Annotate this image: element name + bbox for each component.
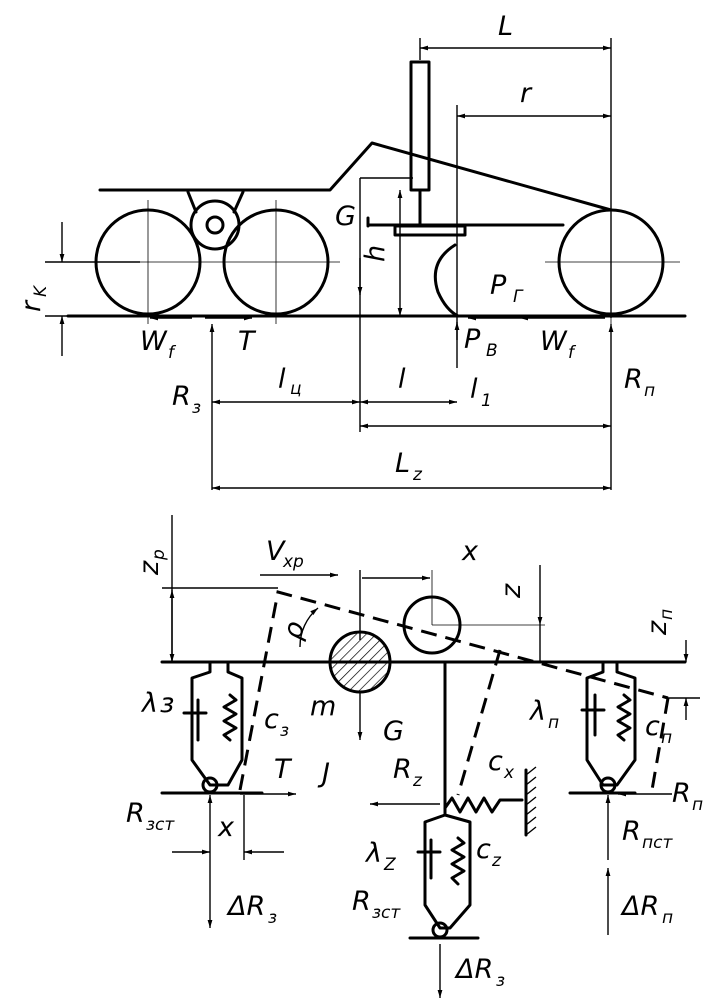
label-Rn: R: [672, 778, 691, 809]
label-zn: z: [642, 620, 673, 636]
center-ground-contact: [431, 921, 449, 939]
svg-text:п: п: [692, 795, 703, 815]
svg-text:z: z: [491, 851, 502, 871]
label-L: L: [498, 11, 513, 42]
svg-text:з: з: [268, 908, 277, 928]
svg-text:з: з: [280, 721, 289, 741]
label-Rzst: R: [126, 798, 145, 829]
label-zp: z: [134, 560, 165, 576]
svg-text:K: K: [31, 284, 51, 297]
svg-text:x: x: [503, 763, 515, 783]
svg-text:Г: Г: [513, 287, 524, 307]
svg-text:з: з: [192, 398, 201, 418]
label-Pg: P: [490, 270, 507, 301]
svg-text:п: п: [657, 609, 677, 620]
frame-outline: [98, 141, 613, 212]
label-rk: r: [16, 299, 47, 312]
label-dRn: ΔR: [620, 891, 659, 922]
blade-plate: [393, 224, 467, 237]
label-Rzst-center: R: [352, 886, 371, 917]
label-Lz: L: [395, 448, 410, 479]
spring-cx: [443, 796, 524, 814]
label-T-bottom: T: [274, 754, 293, 785]
label-G-bottom: G: [383, 716, 404, 747]
label-Wf-front: W: [540, 326, 568, 357]
label-cx: c: [488, 746, 503, 777]
hydraulic-cylinder: [409, 60, 431, 192]
label-lz: λ: [140, 688, 158, 719]
label-Wf-rear: W: [140, 326, 168, 357]
label-T: T: [238, 326, 257, 357]
svg-text:зст: зст: [372, 903, 401, 923]
top-tractor-diagram: L r G h r K P Г P B W f T W f l ц l l 1 …: [16, 11, 687, 491]
label-Rp: R: [624, 364, 643, 395]
bottom-vibration-model: z р V xр x z z п ρ m G J T λ з c з λ п c…: [126, 515, 703, 998]
label-lZ: λ: [364, 838, 382, 869]
svg-text:ц: ц: [290, 379, 302, 399]
svg-text:р: р: [149, 549, 169, 561]
label-G: G: [335, 201, 356, 232]
svg-text:п: п: [662, 908, 673, 928]
label-z: z: [496, 583, 527, 599]
label-Rz: R: [172, 381, 191, 412]
label-x: x: [461, 536, 479, 567]
rear-suspension: [160, 660, 264, 795]
svg-text:z: z: [412, 771, 423, 791]
center-suspension: [408, 808, 480, 940]
displaced-frame: [238, 590, 669, 791]
svg-text:пст: пст: [642, 833, 673, 853]
svg-text:з: з: [160, 688, 174, 719]
svg-text:Z: Z: [383, 855, 396, 875]
label-r: r: [520, 78, 533, 109]
label-Rnst: R: [622, 816, 641, 847]
svg-text:B: B: [486, 341, 498, 361]
rho-arc: [299, 607, 319, 648]
label-ln: λ: [528, 696, 546, 727]
label-dRz-center: ΔR: [454, 954, 493, 985]
label-x-bottom: x: [217, 812, 235, 843]
blade-curve: [433, 243, 460, 318]
mass-m: [328, 630, 392, 694]
bogie-hub: [189, 199, 241, 251]
label-Rzz: R: [393, 754, 412, 785]
label-h: h: [360, 245, 391, 262]
label-lc: l: [278, 364, 286, 395]
label-cn: c: [645, 711, 660, 742]
svg-text:зст: зст: [146, 815, 175, 835]
svg-text:1: 1: [481, 391, 492, 411]
label-Vxp: V: [266, 536, 287, 567]
svg-text:xр: xр: [282, 552, 304, 572]
label-l1: l: [470, 374, 478, 405]
label-dRz: ΔR: [226, 891, 265, 922]
svg-text:п: п: [661, 728, 672, 748]
label-Pb: P: [464, 324, 481, 355]
label-l: l: [398, 364, 406, 395]
svg-text:п: п: [548, 713, 559, 733]
svg-text:з: з: [496, 971, 505, 991]
label-m: m: [310, 691, 336, 722]
svg-text:z: z: [412, 465, 423, 485]
svg-text:f: f: [568, 343, 577, 363]
label-cz: c: [264, 704, 279, 735]
label-cZ: c: [476, 834, 491, 865]
svg-text:п: п: [644, 381, 655, 401]
label-J: J: [317, 758, 330, 789]
svg-text:f: f: [168, 343, 177, 363]
